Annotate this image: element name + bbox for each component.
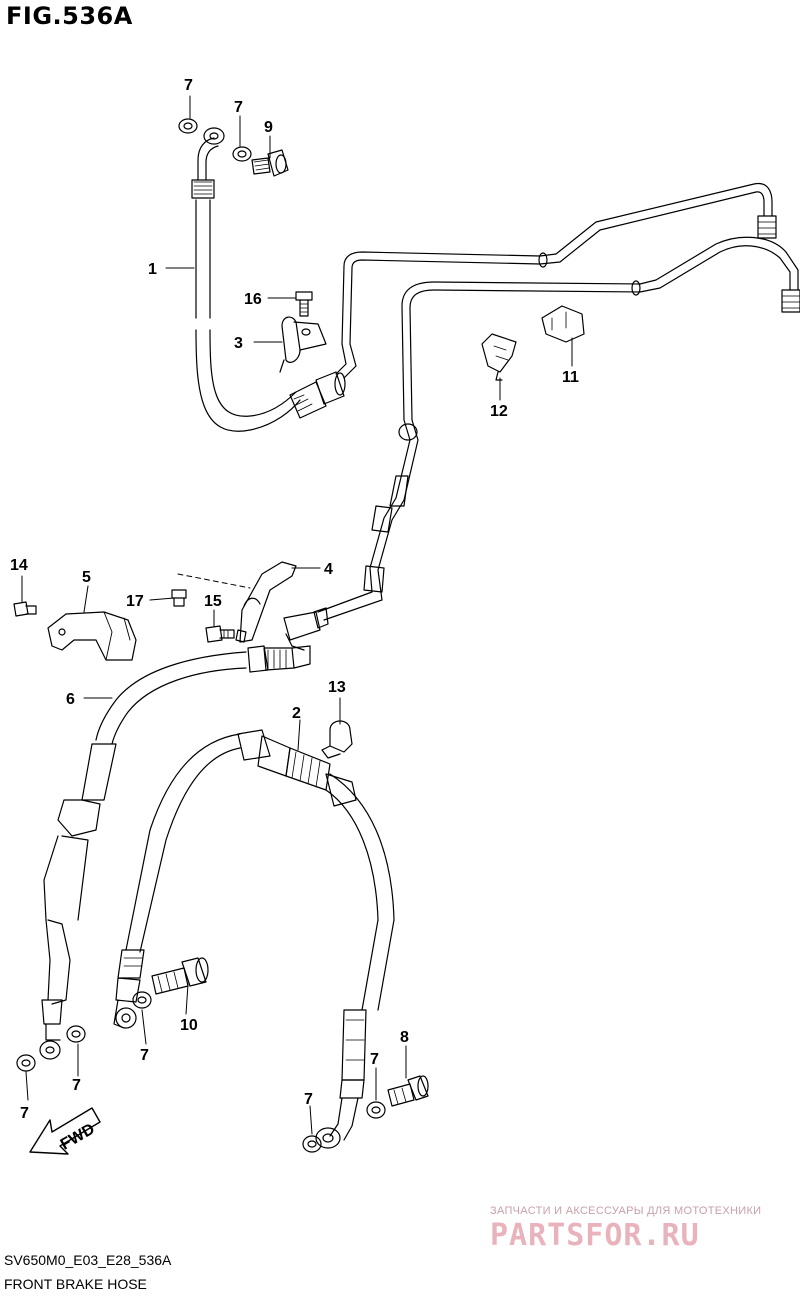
callout-13: 13: [328, 679, 346, 696]
part-7-washer-top-right[interactable]: [232, 146, 252, 162]
callout-6: 6: [66, 691, 75, 708]
part-1-upper-hose[interactable]: [191, 127, 346, 432]
part-3-clamp[interactable]: [279, 316, 327, 373]
callout-7d: 7: [72, 1077, 81, 1094]
figure-caption: FRONT BRAKE HOSE: [4, 1276, 147, 1292]
figure-title: FIG.536A: [6, 2, 133, 30]
part-7-washer-top-left[interactable]: [178, 118, 198, 134]
watermark-tagline: ЗАПЧАСТИ И АКСЕССУАРЫ ДЛЯ МОТОТЕХНИКИ: [490, 1205, 762, 1217]
fwd-direction-arrow: [29, 1107, 101, 1155]
callout-14: 14: [10, 557, 28, 574]
part-10-union-bolt[interactable]: [151, 957, 209, 995]
leader-lines: [21, 95, 573, 1135]
watermark-site: PARTSFOR.RU: [490, 1218, 700, 1253]
callout-17: 17: [126, 593, 144, 610]
part-8-union-bolt[interactable]: [387, 1075, 429, 1107]
part-15-bolt[interactable]: [205, 625, 235, 643]
part-11-pipe-clamp[interactable]: [541, 305, 585, 343]
part-7-washer-bottom-3[interactable]: [132, 991, 152, 1009]
callout-7f: 7: [304, 1091, 313, 1108]
callout-1: 1: [148, 261, 157, 278]
callout-12: 12: [490, 403, 508, 420]
callout-7e: 7: [140, 1047, 149, 1064]
callout-8: 8: [400, 1029, 409, 1046]
callout-16: 16: [244, 291, 262, 308]
callout-7b: 7: [234, 99, 243, 116]
part-14-bolt[interactable]: [13, 601, 37, 617]
part-7-washer-bottom-5[interactable]: [302, 1135, 322, 1153]
callout-10: 10: [180, 1017, 198, 1034]
part-13-hose-clip[interactable]: [321, 720, 353, 759]
part-7-washer-bottom-2[interactable]: [66, 1025, 86, 1043]
part-2-right-hose[interactable]: [113, 729, 395, 1149]
part-7-washer-bottom-4[interactable]: [366, 1101, 386, 1119]
model-code: SV650M0_E03_E28_536A: [4, 1252, 172, 1268]
part-6-left-hose[interactable]: [39, 645, 311, 1060]
part-7-washer-bottom-1[interactable]: [16, 1054, 36, 1072]
callout-3: 3: [234, 335, 243, 352]
callout-7g: 7: [370, 1051, 379, 1068]
callout-5: 5: [82, 569, 91, 586]
callout-2: 2: [292, 705, 301, 722]
part-9-union-bolt[interactable]: [251, 149, 289, 177]
callout-7a: 7: [184, 77, 193, 94]
callout-4: 4: [324, 561, 333, 578]
brake-pipe-lower[interactable]: [317, 236, 800, 621]
callout-15: 15: [204, 593, 222, 610]
brake-pipe-upper[interactable]: [335, 182, 777, 379]
part-17-bolt[interactable]: [171, 589, 187, 607]
part-4-bracket[interactable]: [235, 561, 329, 651]
part-16-bolt[interactable]: [295, 291, 313, 317]
part-5-hose-guide[interactable]: [47, 611, 137, 661]
callout-7c: 7: [20, 1105, 29, 1122]
part-12-pipe-clamp[interactable]: [481, 333, 517, 381]
callout-11: 11: [562, 369, 579, 386]
callout-9: 9: [264, 119, 273, 136]
